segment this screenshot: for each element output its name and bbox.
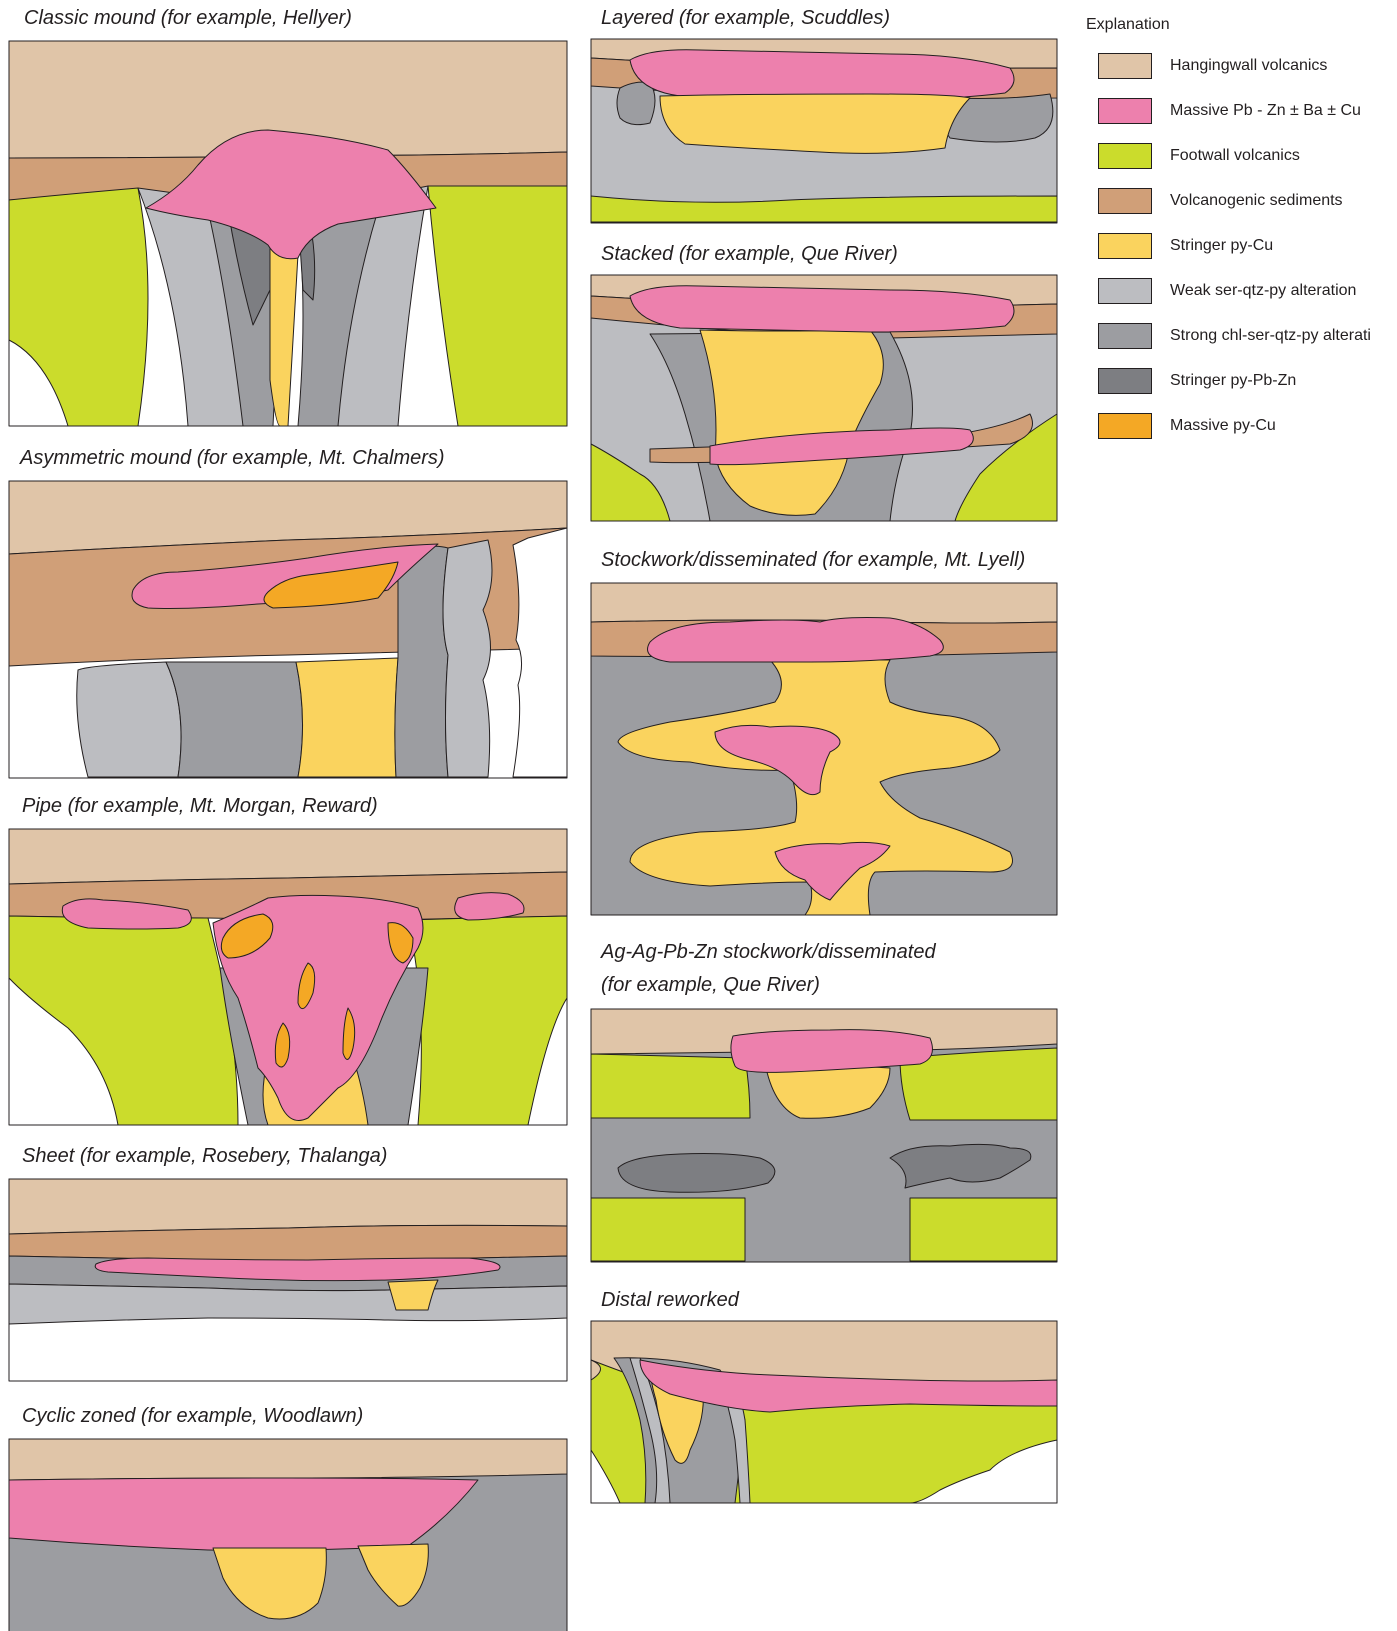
panel-title-cyclic-zoned: Cyclic zoned (for example, Woodlawn) xyxy=(22,1404,363,1428)
legend-item: Hangingwall volcanics xyxy=(1098,52,1327,80)
panel-title-layered: Layered (for example, Scuddles) xyxy=(601,6,890,30)
distal-reworked-diagram xyxy=(590,1320,1060,1506)
stringer-pbzn-swatch xyxy=(1098,368,1152,394)
legend-item: Footwall volcanics xyxy=(1098,142,1300,170)
legend-item: Weak ser-qtz-py alteration xyxy=(1098,277,1356,305)
legend-label: Stringer py-Cu xyxy=(1170,237,1273,255)
panel-title-ag-stockwork-line2: (for example, Que River) xyxy=(601,973,820,997)
legend-item: Massive py-Cu xyxy=(1098,412,1276,440)
legend-label: Footwall volcanics xyxy=(1170,147,1300,165)
pipe-diagram xyxy=(8,828,568,1128)
legend-title: Explanation xyxy=(1086,16,1170,34)
cyclic-zoned-diagram xyxy=(8,1438,568,1631)
legend-label: Weak ser-qtz-py alteration xyxy=(1170,282,1356,300)
hangingwall-swatch xyxy=(1098,53,1152,79)
stockwork-diagram xyxy=(590,582,1060,918)
panel-title-classic-mound: Classic mound (for example, Hellyer) xyxy=(24,6,352,30)
stacked-diagram xyxy=(590,274,1060,524)
panel-title-stacked: Stacked (for example, Que River) xyxy=(601,242,898,266)
weak-alteration-swatch xyxy=(1098,278,1152,304)
panel-title-sheet: Sheet (for example, Rosebery, Thalanga) xyxy=(22,1144,387,1168)
legend-item: Volcanogenic sediments xyxy=(1098,187,1343,215)
sediments-swatch xyxy=(1098,188,1152,214)
legend-item: Massive Pb - Zn ± Ba ± Cu xyxy=(1098,97,1361,125)
legend-item: Stringer py-Cu xyxy=(1098,232,1273,260)
massive-pbzn-swatch xyxy=(1098,98,1152,124)
asymmetric-mound-diagram xyxy=(8,480,568,780)
legend-label: Volcanogenic sediments xyxy=(1170,192,1343,210)
legend-label: Massive py-Cu xyxy=(1170,417,1276,435)
layered-diagram xyxy=(590,38,1060,226)
sheet-diagram xyxy=(8,1178,568,1384)
panel-title-distal-reworked: Distal reworked xyxy=(601,1288,739,1312)
footwall-swatch xyxy=(1098,143,1152,169)
legend-label: Hangingwall volcanics xyxy=(1170,57,1327,75)
panel-title-asymmetric-mound: Asymmetric mound (for example, Mt. Chalm… xyxy=(20,446,445,470)
strong-alteration-swatch xyxy=(1098,323,1152,349)
legend-item: Stringer py-Pb-Zn xyxy=(1098,367,1296,395)
legend-label: Stringer py-Pb-Zn xyxy=(1170,372,1296,390)
legend-label: Massive Pb - Zn ± Ba ± Cu xyxy=(1170,102,1361,120)
legend-item: Strong chl-ser-qtz-py alterati xyxy=(1098,322,1371,350)
panel-title-pipe: Pipe (for example, Mt. Morgan, Reward) xyxy=(22,794,378,818)
stringer-pycu-swatch xyxy=(1098,233,1152,259)
panel-title-stockwork: Stockwork/disseminated (for example, Mt.… xyxy=(601,548,1025,572)
panel-title-ag-stockwork-line1: Ag-Ag-Pb-Zn stockwork/disseminated xyxy=(601,940,936,964)
legend-label: Strong chl-ser-qtz-py alterati xyxy=(1170,327,1371,345)
ag-stockwork-diagram xyxy=(590,1008,1060,1265)
massive-pycu-swatch xyxy=(1098,413,1152,439)
classic-mound-diagram xyxy=(8,40,568,430)
